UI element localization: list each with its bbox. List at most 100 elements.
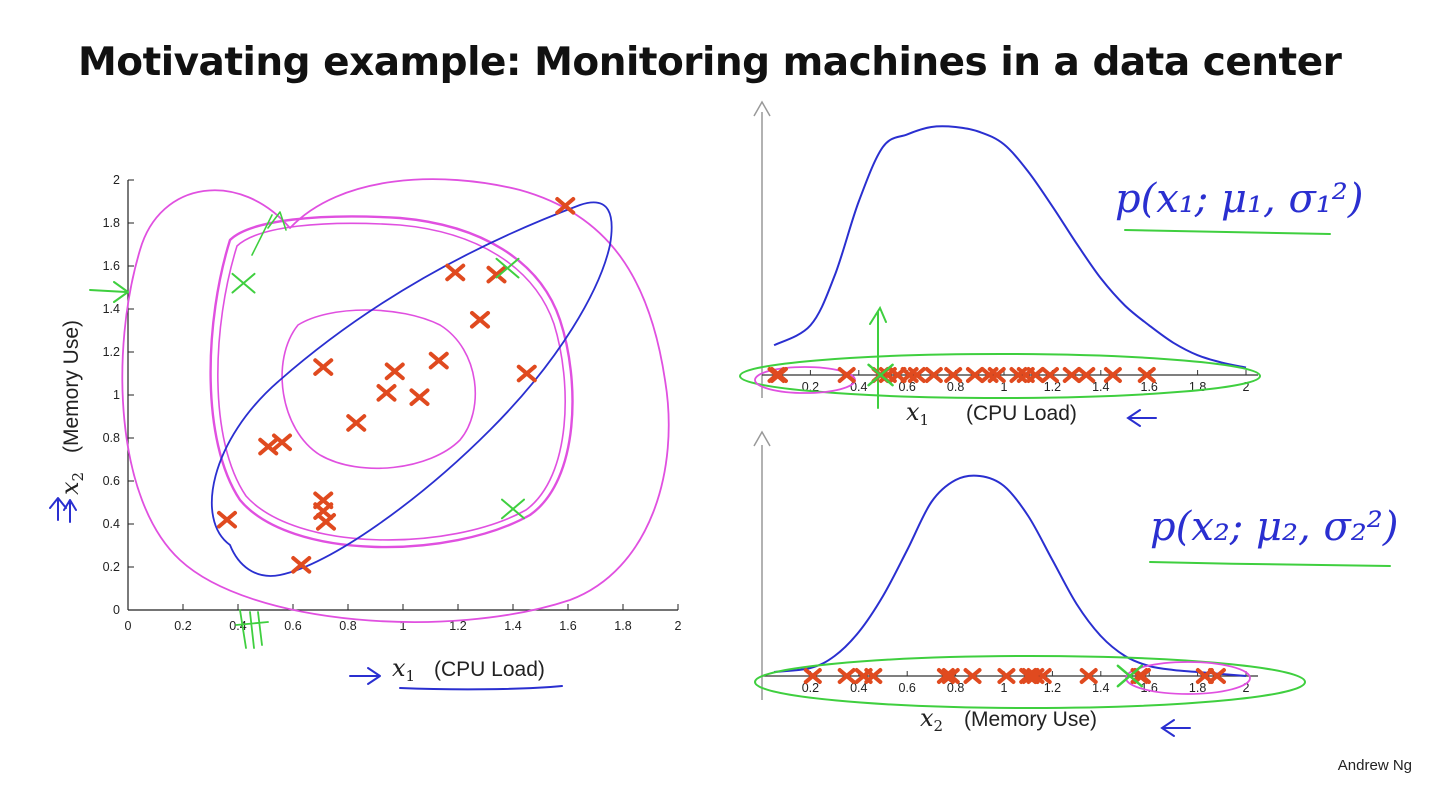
d1-tick-label: 1.4	[1092, 380, 1109, 394]
scatter-point-stroke-b	[316, 513, 336, 531]
scatter-point-stroke-b	[346, 414, 367, 432]
density1-curve	[773, 125, 1247, 369]
d1-point	[1040, 367, 1059, 383]
blue-arrow-icon	[349, 667, 381, 685]
anomaly-point	[495, 257, 520, 279]
density1-blue-arrow-icon	[1126, 409, 1157, 427]
scatter-ytick-label: 1.6	[103, 259, 120, 273]
scatter-point	[313, 358, 334, 376]
d2-point	[997, 668, 1016, 684]
density1-green-ellipse	[739, 353, 1261, 399]
density2-pen-annotations	[754, 561, 1391, 737]
density2-blue-arrow-icon	[1160, 719, 1191, 737]
anomaly-point-stroke-b	[495, 257, 520, 279]
scatter-xtick-label: 1.8	[614, 619, 631, 633]
author-credit: Andrew Ng	[1337, 757, 1412, 774]
density2-green-underline	[1149, 561, 1391, 567]
scatter-point	[346, 414, 367, 432]
d1-anomaly-point-stroke-b	[867, 363, 894, 387]
d2-point-stroke-b	[963, 668, 982, 684]
scatter-point-stroke-b	[555, 197, 576, 215]
d2-point	[1079, 668, 1098, 684]
d2-tick-label: 1	[1001, 681, 1008, 695]
d1-point	[944, 367, 963, 383]
d2-point	[1033, 668, 1052, 684]
d2-tick-label: 0.2	[802, 681, 819, 695]
d1-point-stroke-b	[1026, 367, 1045, 383]
d2-point	[963, 668, 982, 684]
scatter-ylabel-text: (Memory Use)	[60, 320, 83, 453]
d1-point-stroke-b	[1137, 367, 1156, 383]
d2-point-stroke-b	[1207, 668, 1226, 684]
d1-point-stroke-b	[944, 367, 963, 383]
density2-anomaly	[1116, 664, 1144, 688]
scatter-points	[217, 197, 576, 574]
density1-points	[767, 367, 1156, 383]
green-tick-arrow-icon	[251, 211, 287, 256]
scatter-ytick-label: 1.8	[103, 216, 120, 230]
scatter-point-stroke-b	[516, 364, 537, 383]
d1-point	[965, 367, 984, 383]
d2-tick-label: 1.4	[1092, 681, 1109, 695]
d1-point	[987, 367, 1006, 383]
d2-point	[941, 668, 960, 684]
d1-point-stroke-b	[987, 367, 1006, 383]
d2-tick-label: 1.2	[1044, 681, 1061, 695]
scatter-ylabel: x2 (Memory Use)	[56, 320, 87, 495]
density1-xlabel-symbol: x1	[906, 398, 929, 429]
scatter-xtick-label: 0.2	[174, 619, 191, 633]
scatter-point-stroke-b	[291, 556, 312, 574]
d1-point-stroke-b	[924, 367, 943, 383]
scatter-xtick-label: 0	[125, 619, 132, 633]
scatter-ytick-label: 2	[113, 173, 120, 187]
slide-title: Motivating example: Monitoring machines …	[78, 40, 1342, 85]
scatter-point-stroke-b	[428, 351, 449, 370]
correlated-contour	[210, 201, 613, 577]
d2-point-stroke-b	[936, 668, 955, 684]
d2-tick-label: 1.8	[1189, 681, 1206, 695]
d1-point	[1062, 367, 1081, 383]
d2-point-stroke-b	[1033, 668, 1052, 684]
scatter-point-stroke-b	[409, 388, 430, 406]
d1-point	[1077, 367, 1096, 383]
d1-point-stroke-b	[769, 367, 788, 383]
scatter-point-stroke-b	[445, 263, 466, 282]
d2-tick-label: 2	[1243, 681, 1250, 695]
d1-point	[1026, 367, 1045, 383]
green-arrow-icon	[89, 281, 129, 303]
d1-tick-label: 1.2	[1044, 380, 1061, 394]
scatter-point-stroke-b	[258, 437, 279, 456]
d2-point	[1207, 668, 1226, 684]
d1-tick-label: 0.8	[947, 380, 964, 394]
scatter-point-stroke-b	[486, 265, 507, 284]
d1-point-stroke-b	[1040, 367, 1059, 383]
d2-point-stroke-b	[997, 668, 1016, 684]
scatter-xtick-label: 2	[675, 619, 682, 633]
density2-y-arrow-icon	[753, 430, 771, 447]
scatter-ylabel-symbol: x2	[56, 472, 87, 495]
density1-green-underline	[1124, 229, 1331, 235]
green-hatch-icon	[235, 609, 269, 649]
scatter-point	[316, 513, 336, 531]
density1-pen-annotations	[739, 229, 1331, 427]
d1-tick-label: 1.8	[1189, 380, 1206, 394]
scatter-xtick-label: 0.8	[339, 619, 356, 633]
scatter-point	[470, 310, 490, 329]
d2-tick-label: 0.8	[947, 681, 964, 695]
d1-point	[907, 367, 926, 383]
d1-point	[924, 367, 943, 383]
d1-point-stroke-b	[1062, 367, 1081, 383]
scatter-point	[376, 384, 397, 402]
inner-contour	[281, 309, 477, 470]
scatter-point-stroke-b	[376, 384, 397, 402]
scatter-point-stroke-b	[470, 310, 490, 329]
density2-annotation: p(x₂; μ₂, σ₂²)	[1150, 504, 1398, 550]
d1-point	[769, 367, 788, 383]
d1-tick-label: 2	[1243, 380, 1250, 394]
d1-point	[1137, 367, 1156, 383]
d1-point-stroke-b	[907, 367, 926, 383]
scatter-ytick-label: 0.2	[103, 560, 120, 574]
scatter-point-stroke-b	[313, 358, 334, 376]
d2-point	[837, 668, 856, 684]
